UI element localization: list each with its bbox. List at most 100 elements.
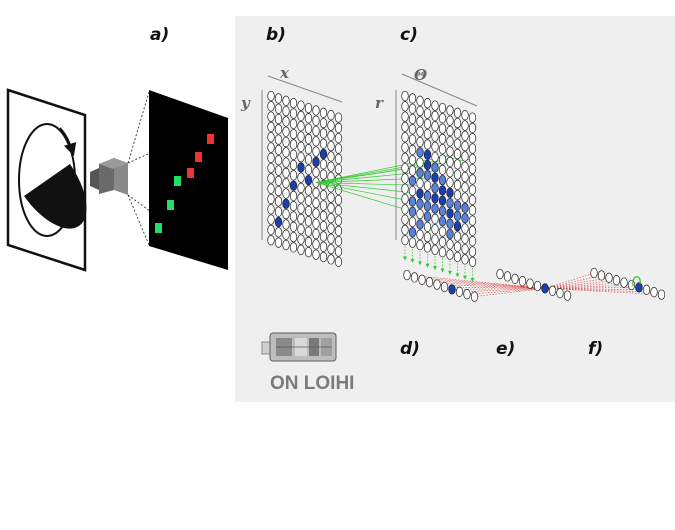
input-neuron xyxy=(267,214,275,225)
hough-neuron xyxy=(431,110,439,122)
hough-neuron xyxy=(401,183,409,194)
hough-neuron xyxy=(468,122,477,134)
hough-neuron xyxy=(446,218,454,229)
output-neuron xyxy=(612,275,621,286)
hough-neuron xyxy=(401,235,409,246)
hough-neuron xyxy=(438,174,447,186)
hough-neuron xyxy=(453,251,462,263)
hough-neuron xyxy=(431,121,439,132)
input-neuron xyxy=(327,161,335,172)
hough-neuron xyxy=(438,102,447,114)
hough-neuron xyxy=(468,194,477,206)
hough-neuron xyxy=(408,144,417,156)
hough-neuron xyxy=(423,242,432,253)
input-neuron xyxy=(304,154,313,165)
input-neuron xyxy=(274,206,283,217)
input-neuron xyxy=(297,131,305,142)
hough-neuron xyxy=(461,151,469,162)
input-neuron xyxy=(319,241,328,252)
panel-label-e: e) xyxy=(496,339,515,359)
hough-neuron xyxy=(461,130,469,141)
input-neuron xyxy=(334,256,343,267)
recurrent-loop-icon xyxy=(632,276,641,287)
input-neuron xyxy=(312,197,320,209)
input-neuron xyxy=(319,231,328,242)
hough-neuron xyxy=(408,206,417,217)
hough-neuron xyxy=(423,108,432,119)
winner-neuron xyxy=(503,271,512,282)
hough-neuron xyxy=(453,117,462,129)
hough-neuron xyxy=(446,197,454,209)
input-neuron xyxy=(297,244,305,255)
hough-neuron xyxy=(446,167,454,178)
input-neuron xyxy=(304,113,313,124)
input-neuron xyxy=(334,246,343,257)
inhibitory-connection xyxy=(544,275,602,289)
input-neuron xyxy=(274,93,283,104)
input-neuron xyxy=(297,234,305,245)
theta-neuron-row xyxy=(403,269,479,302)
input-neuron xyxy=(267,111,275,122)
input-neuron xyxy=(297,213,305,225)
hough-neuron xyxy=(438,236,447,248)
hough-neuron xyxy=(416,157,424,168)
input-neuron xyxy=(282,167,290,179)
input-neuron xyxy=(327,223,335,234)
hough-neuron xyxy=(423,139,432,150)
input-neuron xyxy=(304,247,313,258)
input-neuron xyxy=(319,159,328,170)
hough-neuron xyxy=(423,221,432,232)
hough-neuron xyxy=(461,182,469,193)
hough-neuron xyxy=(468,246,477,257)
input-neuron xyxy=(334,205,343,216)
input-neuron xyxy=(334,236,343,247)
hough-neuron xyxy=(416,188,424,199)
hough-neuron xyxy=(446,249,454,260)
input-neuron xyxy=(289,170,298,181)
axis-label-r: r xyxy=(375,94,384,112)
hough-neuron xyxy=(416,116,424,127)
axis-label-x: x xyxy=(279,64,290,82)
input-neuron xyxy=(274,134,283,145)
hough-neuron xyxy=(431,193,439,204)
winner-neuron xyxy=(496,268,504,280)
winner-neuron xyxy=(548,285,557,296)
input-neuron xyxy=(304,185,313,196)
hough-neuron xyxy=(446,115,454,126)
hough-neuron xyxy=(423,201,432,212)
hough-neuron xyxy=(401,162,409,174)
theta-neuron xyxy=(440,281,449,293)
hough-neuron xyxy=(468,215,477,226)
hough-neuron xyxy=(461,233,469,244)
input-neuron xyxy=(334,194,343,206)
hough-neuron xyxy=(401,101,409,112)
input-neuron xyxy=(267,193,275,205)
hough-neuron xyxy=(416,136,424,148)
hough-neuron xyxy=(446,187,454,198)
theta-neuron xyxy=(418,274,426,285)
hough-grid-axes: Θ r xyxy=(375,66,478,240)
panel-label-f: f) xyxy=(588,339,603,359)
hough-neuron xyxy=(423,118,432,129)
hough-neuron xyxy=(423,159,432,171)
input-neuron xyxy=(327,140,335,152)
hough-neuron xyxy=(431,224,439,235)
hough-neuron xyxy=(461,192,469,203)
hough-neuron xyxy=(438,144,447,155)
hough-neuron xyxy=(446,177,454,188)
hough-neuron xyxy=(401,132,409,143)
winner-neuron xyxy=(533,280,542,292)
hough-neuron xyxy=(431,234,439,245)
input-neuron xyxy=(304,195,313,206)
input-neuron xyxy=(282,157,290,168)
output-neuron xyxy=(590,267,598,279)
input-neuron xyxy=(312,167,320,178)
hough-neuron xyxy=(401,204,409,215)
output-neuron xyxy=(657,289,666,300)
input-neuron xyxy=(289,242,298,253)
input-neuron xyxy=(289,149,298,160)
input-neuron xyxy=(274,113,283,125)
hough-neuron xyxy=(468,205,477,216)
winner-neuron xyxy=(563,290,572,301)
input-neuron xyxy=(304,123,313,134)
